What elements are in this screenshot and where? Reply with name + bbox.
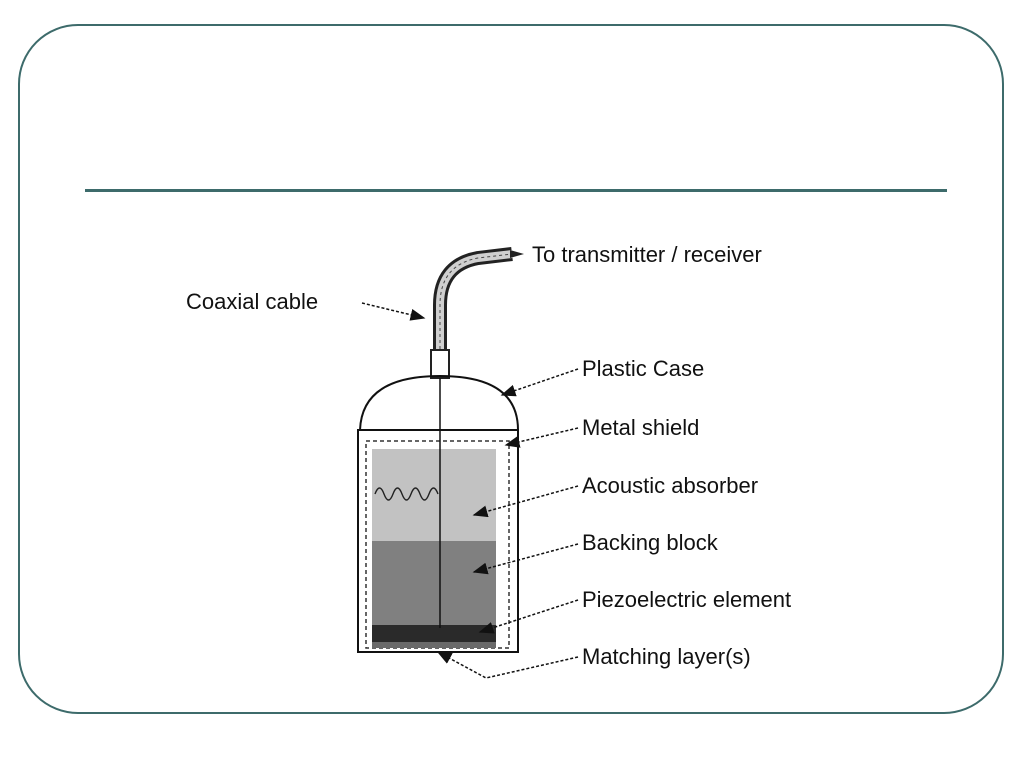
- leader-piezo: [478, 599, 579, 634]
- leader-metal-shield: [504, 427, 579, 448]
- label-metal-shield: Metal shield: [582, 415, 700, 440]
- leader-coax: [361, 302, 426, 321]
- acoustic-absorber: [372, 449, 496, 541]
- label-backing-block: Backing block: [582, 530, 718, 555]
- leader-absorber: [472, 485, 579, 518]
- cable-connector: [430, 349, 450, 379]
- slide-frame: [18, 24, 1004, 714]
- label-transmitter: To transmitter / receiver: [532, 242, 762, 267]
- matching-layer: [372, 642, 496, 648]
- title-rule: [85, 189, 947, 192]
- coaxial-cable: [433, 247, 524, 355]
- label-acoustic-absorber: Acoustic absorber: [582, 473, 759, 498]
- label-matching-layer: Matching layer(s): [582, 644, 751, 669]
- label-piezoelectric-element: Piezoelectric element: [582, 587, 792, 612]
- label-coaxial-cable: Coaxial cable: [186, 289, 319, 314]
- leader-plastic-case: [500, 368, 579, 397]
- label-plastic-case: Plastic Case: [582, 356, 705, 381]
- leader-matching: [436, 651, 579, 679]
- coil-spring: [374, 487, 439, 501]
- backing-block: [372, 541, 496, 625]
- plastic-case: [359, 374, 519, 431]
- piezoelectric-element: [372, 625, 496, 642]
- leader-backing: [472, 543, 579, 575]
